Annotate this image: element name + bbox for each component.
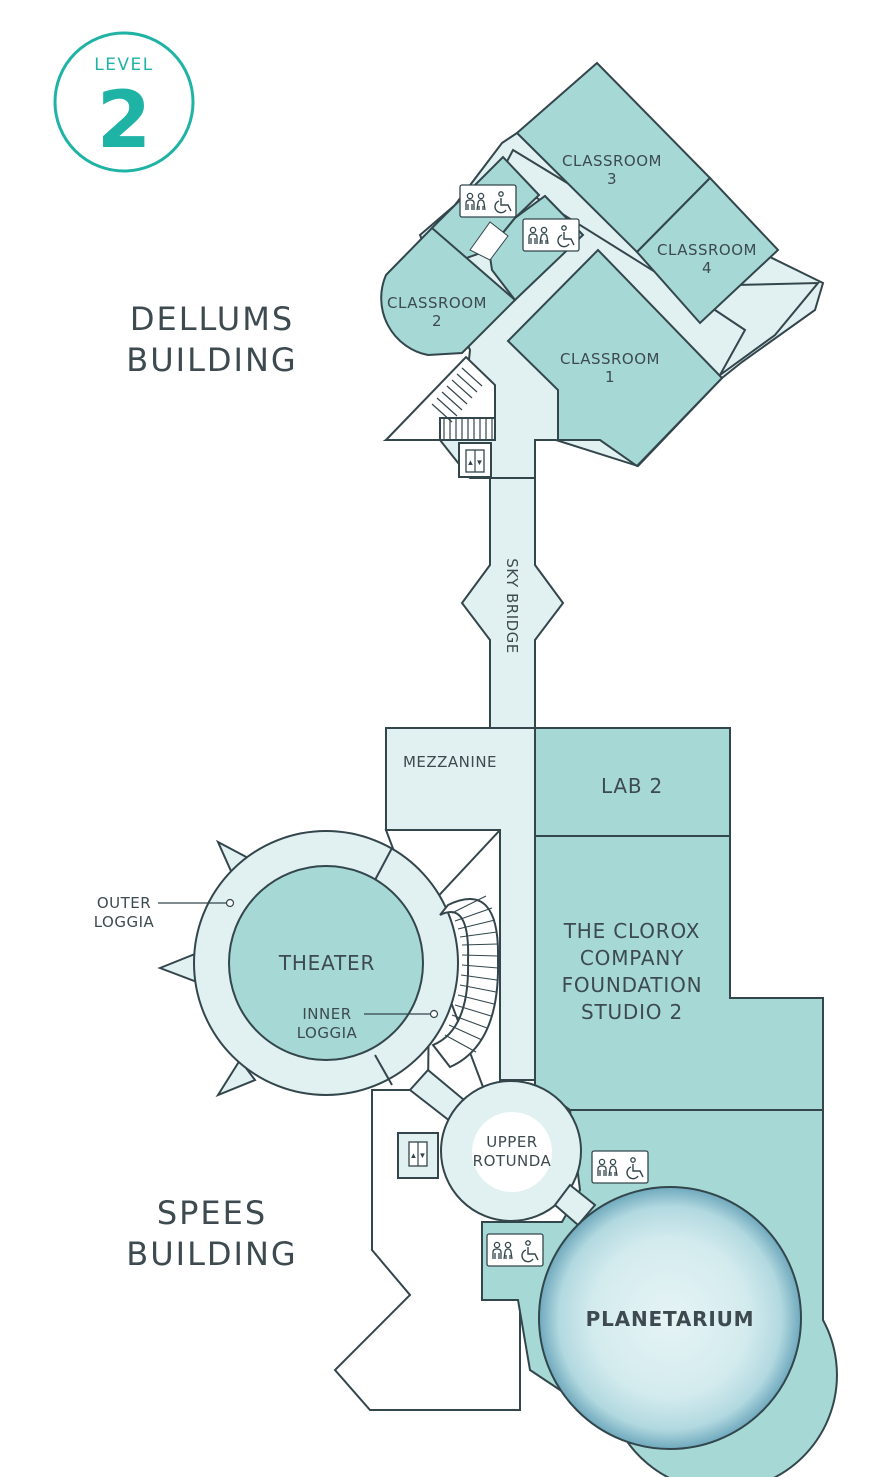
outer-loggia-label-line2: LOGGIA — [94, 913, 155, 931]
classroom-2-label: CLASSROOM — [387, 294, 487, 312]
classroom-3-number: 3 — [607, 170, 617, 188]
classroom-4-label: CLASSROOM — [657, 241, 757, 259]
stairs-icon — [431, 895, 500, 1069]
classroom-2-room[interactable] — [380, 226, 517, 357]
classroom-4-room[interactable] — [635, 176, 780, 325]
restroom-group-upper — [459, 184, 517, 218]
dellums-label-line1: DELLUMS — [130, 300, 294, 338]
svg-text:▼: ▼ — [476, 458, 484, 467]
level-badge: LEVEL 2 — [53, 31, 195, 173]
spees-label-line2: BUILDING — [126, 1235, 297, 1273]
svg-text:▲: ▲ — [410, 1151, 418, 1160]
planetarium-room[interactable] — [538, 1186, 802, 1450]
restroom-group-spees-east — [591, 1150, 649, 1184]
mezzanine-label: MEZZANINE — [403, 753, 497, 771]
level-number: 2 — [97, 76, 151, 166]
theater-room — [228, 865, 424, 1061]
lab-2-label: LAB 2 — [601, 774, 663, 798]
elevator-icon: ▲ ▼ — [458, 442, 492, 478]
classroom-4-number: 4 — [702, 259, 712, 277]
clorox-label-line4: STUDIO 2 — [581, 1000, 683, 1024]
stairs-icon — [383, 355, 496, 441]
elevator-icon: ▲ ▼ — [397, 1132, 439, 1179]
spees-building: ▲ ▼ — [157, 727, 838, 1477]
svg-text:▼: ▼ — [419, 1151, 427, 1160]
spees-label-line1: SPEES — [157, 1194, 267, 1232]
outer-loggia-label-line1: OUTER — [97, 894, 151, 912]
inner-loggia-label-line2: LOGGIA — [297, 1024, 358, 1042]
dellums-label-line2: BUILDING — [126, 341, 297, 379]
inner-loggia-label-line1: INNER — [302, 1005, 351, 1023]
classroom-2-number: 2 — [432, 312, 442, 330]
clorox-label-line2: COMPANY — [580, 946, 684, 970]
theater-label: THEATER — [278, 951, 375, 975]
upper-rotunda-label-line1: UPPER — [486, 1133, 537, 1151]
restroom-group-mid — [522, 218, 580, 252]
upper-rotunda-label-line2: ROTUNDA — [473, 1152, 552, 1170]
planetarium-label: PLANETARIUM — [586, 1307, 755, 1331]
svg-text:▲: ▲ — [467, 458, 475, 467]
upper-rotunda[interactable] — [440, 1080, 582, 1222]
classroom-1-label: CLASSROOM — [560, 350, 660, 368]
classroom-1-room[interactable] — [506, 248, 724, 468]
classroom-3-label: CLASSROOM — [562, 152, 662, 170]
classroom-1-number: 1 — [605, 368, 615, 386]
clorox-label-line3: FOUNDATION — [562, 973, 703, 997]
sky-bridge-label: SKY BRIDGE — [503, 558, 521, 654]
outer-loggia-ring[interactable] — [157, 830, 459, 1098]
level-caption: LEVEL — [94, 55, 154, 75]
clorox-label-line1: THE CLOROX — [563, 919, 700, 943]
lab-2-room[interactable] — [534, 727, 731, 837]
restroom-group-spees-west — [486, 1233, 544, 1267]
